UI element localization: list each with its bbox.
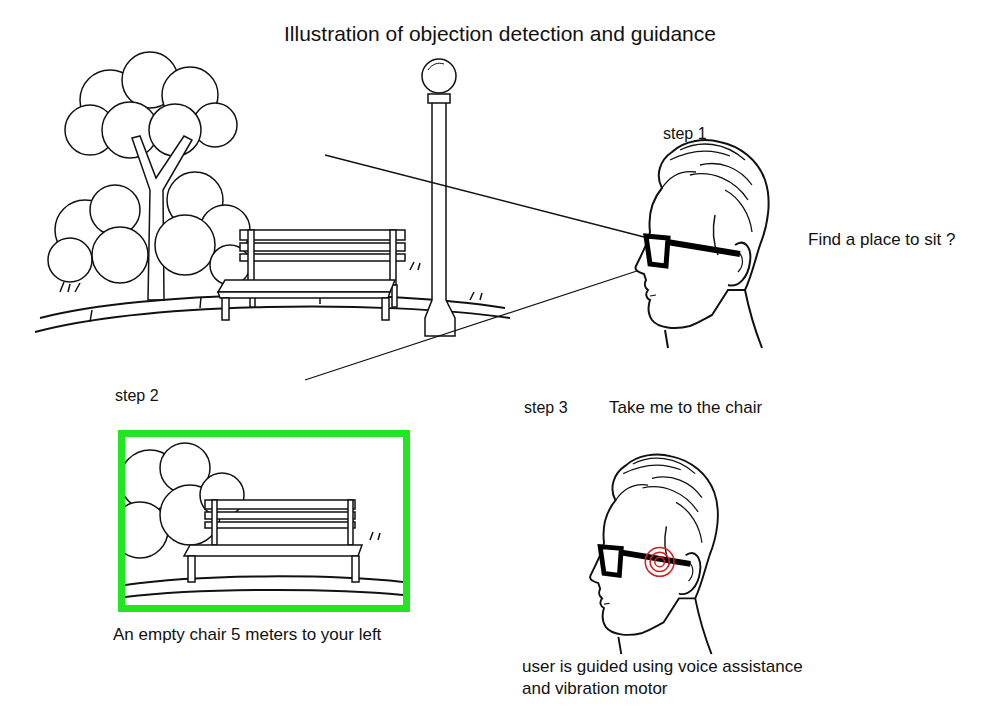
diagram-title: Illustration of objection detection and … (0, 22, 1000, 46)
park-scene (35, 52, 510, 336)
view-lines (305, 155, 648, 380)
detection-frame: An empty chair 5 meters to your left (118, 430, 410, 612)
annotation-label: step 3 (524, 398, 568, 419)
user-head-vibrating (590, 455, 718, 655)
annotation-label: Find a place to sit ? (808, 229, 955, 251)
detection-view (125, 443, 403, 597)
annotation-label: step 2 (115, 386, 159, 407)
annotation-label: step 1 (663, 124, 707, 145)
annotation-label: user is guided using voice assistance an… (522, 656, 822, 700)
user-head (635, 140, 768, 348)
annotation-label: Take me to the chair (609, 397, 762, 419)
detection-caption: An empty chair 5 meters to your left (113, 625, 381, 645)
